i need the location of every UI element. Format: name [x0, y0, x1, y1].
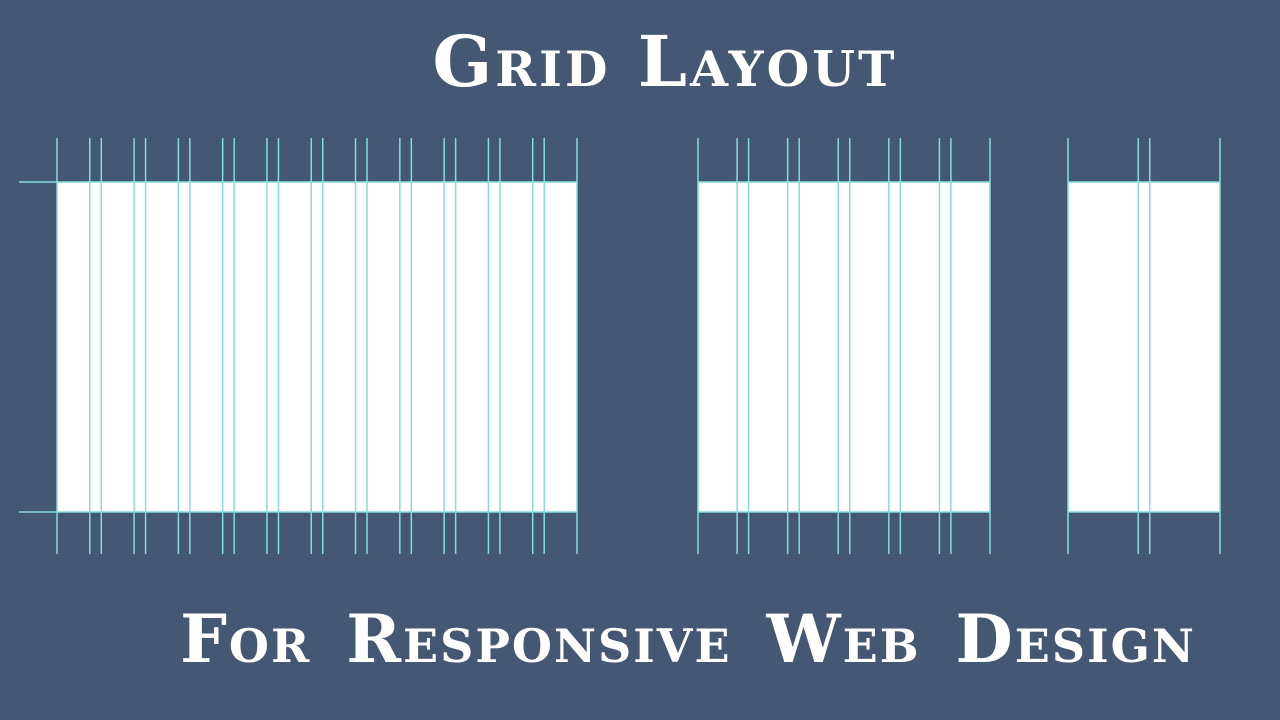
- mobile-grid-panel: [1068, 182, 1220, 512]
- page-subtitle: For Responsive Web Design: [180, 600, 1196, 678]
- tablet-grid-panel: [698, 182, 990, 512]
- page-title: Grid Layout: [432, 20, 898, 103]
- desktop-grid-panel: [57, 182, 577, 512]
